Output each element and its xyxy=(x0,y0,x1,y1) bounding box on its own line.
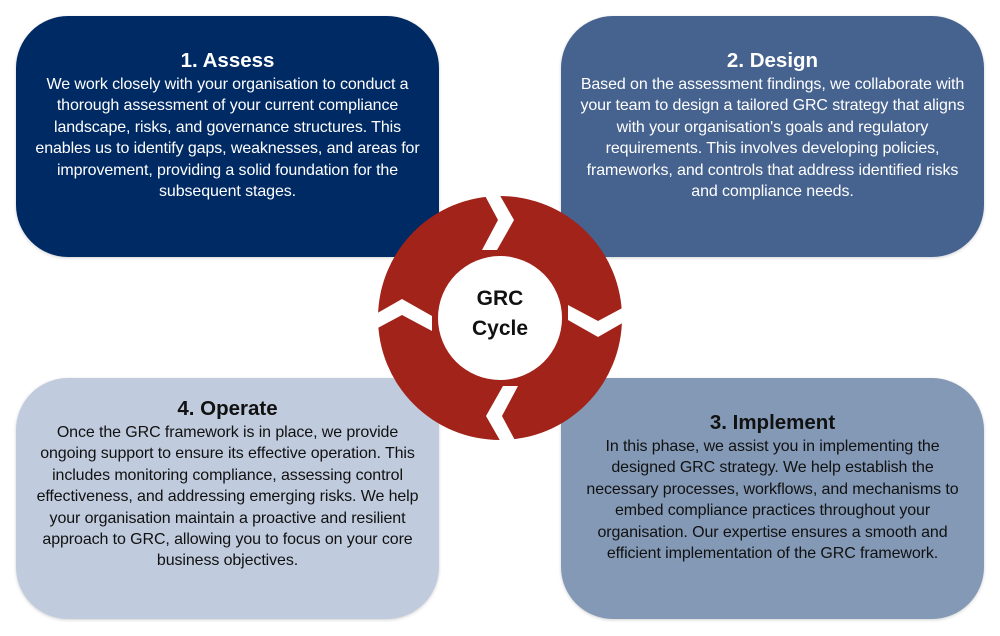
stage-design-card: 2. Design Based on the assessment findin… xyxy=(561,16,984,257)
stage-assess-text: We work closely with your organisation t… xyxy=(35,76,420,201)
stage-implement-card: 3. Implement In this phase, we assist yo… xyxy=(561,378,984,619)
stage-implement-title: 3. Implement xyxy=(709,411,836,434)
ring-inner xyxy=(438,256,562,380)
stage-operate-text: Once the GRC framework is in place, we p… xyxy=(36,424,419,570)
cycle-label-line2: Cycle xyxy=(471,317,529,340)
cycle-ring-icon xyxy=(376,194,624,442)
stage-implement-text: In this phase, we assist you in implemen… xyxy=(586,438,959,563)
ring-gap-top xyxy=(482,194,514,250)
stage-assess-card: 1. Assess We work closely with your orga… xyxy=(16,16,439,257)
stage-design-title: 2. Design xyxy=(726,49,819,72)
stage-operate-card: 4. Operate Once the GRC framework is in … xyxy=(16,378,439,619)
cycle-label-line1: GRC xyxy=(476,287,524,310)
stage-assess-title: 1. Assess xyxy=(180,49,275,72)
stage-operate-title: 4. Operate xyxy=(177,397,278,420)
ring-gap-left xyxy=(376,299,432,331)
cycle-center-label: GRC Cycle xyxy=(440,284,560,344)
stage-design-text: Based on the assessment findings, we col… xyxy=(580,76,965,201)
ring-gap-bottom xyxy=(486,386,518,442)
ring-gap-right xyxy=(568,305,624,337)
